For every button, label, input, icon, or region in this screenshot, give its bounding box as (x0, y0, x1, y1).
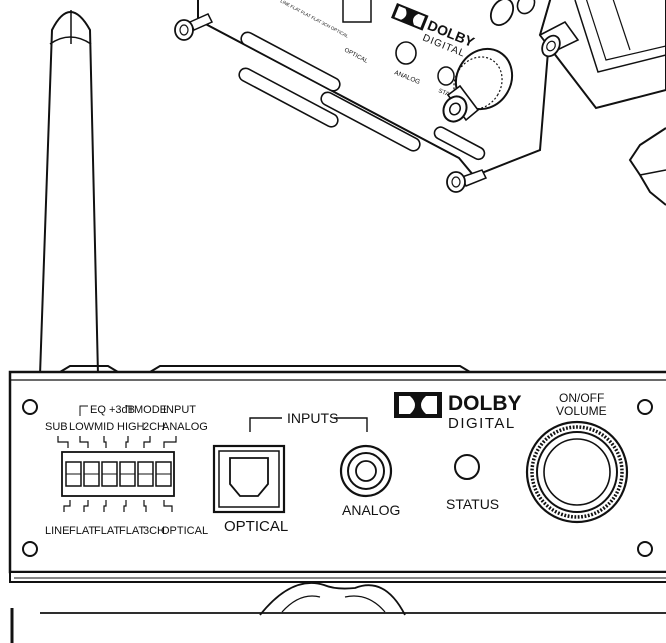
label-3ch: 3CH (143, 525, 165, 537)
screw-top-right (637, 399, 653, 415)
label-low: LOW (69, 421, 95, 433)
optical-port[interactable] (212, 444, 286, 514)
dolby-sub: DIGITAL (448, 415, 516, 432)
inputs-label: INPUTS (287, 410, 338, 426)
top-module: OPTICAL LINE FLAT FLAT FLAT 3CH OPTICAL … (174, 0, 666, 206)
optical-label: OPTICAL (224, 518, 288, 535)
dip-top-leaders (57, 436, 177, 448)
label-line: LINE (45, 525, 69, 537)
status-label: STATUS (446, 496, 499, 512)
analog-jack[interactable] (339, 444, 393, 498)
front-panel: EQ +3dB MODE INPUT SUB LOW MID HIGH 2CH … (8, 365, 666, 583)
label-eq: EQ +3dB (90, 404, 135, 416)
label-analog-dip: ANALOG (162, 421, 208, 433)
label-flat-2: FLAT (94, 525, 120, 537)
status-led (454, 454, 480, 480)
mounting-clip (10, 582, 666, 643)
dip-bottom-leaders (63, 500, 173, 512)
dolby-logo: DOLBY DIGITAL (394, 392, 522, 432)
onoff-label: ON/OFF (559, 391, 604, 405)
screw-top-left (22, 399, 38, 415)
top-volume-knob (442, 47, 514, 123)
dip-top-labels: EQ +3dB MODE INPUT SUB LOW MID HIGH 2CH … (45, 404, 208, 433)
label-high: HIGH (117, 421, 145, 433)
label-optical-dip: OPTICAL (161, 525, 208, 537)
volume-label: VOLUME (556, 404, 607, 418)
inputs-bracket: INPUTS (249, 410, 368, 432)
screw-bottom-right (637, 541, 653, 557)
label-mode: MODE (134, 404, 167, 416)
label-2ch: 2CH (143, 421, 165, 433)
top-screw-bottom (446, 169, 488, 193)
dip-bottom-labels: LINE FLAT FLAT FLAT 3CH OPTICAL (45, 525, 208, 537)
label-sub: SUB (45, 421, 68, 433)
top-screw-left (174, 13, 214, 41)
label-flat-1: FLAT (69, 525, 95, 537)
dip-switch-block[interactable] (61, 451, 175, 497)
volume-knob[interactable] (525, 420, 629, 524)
screw-bottom-left (22, 541, 38, 557)
label-flat-3: FLAT (119, 525, 145, 537)
dolby-word: DOLBY (448, 392, 522, 415)
label-mid: MID (94, 421, 114, 433)
analog-label: ANALOG (342, 502, 400, 518)
antenna (39, 10, 99, 376)
label-input: INPUT (163, 404, 196, 416)
